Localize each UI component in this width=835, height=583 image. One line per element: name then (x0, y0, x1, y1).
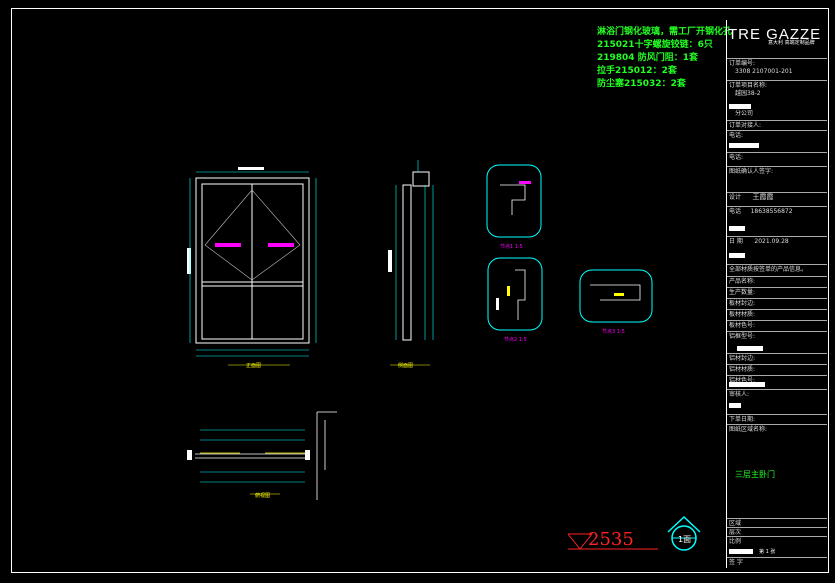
order-no-label: 订单编号: (727, 58, 827, 68)
front-view-label: 正面图 (246, 363, 262, 369)
contact-label: 订单对接人: (727, 120, 827, 130)
tb-row: 审核人: (727, 389, 827, 399)
detail3-label: 节点3 1:5 (602, 329, 625, 335)
level-value: 2535 (588, 529, 634, 550)
tb-row: 产品名称: (727, 276, 827, 286)
confirm-label: 图纸确认人签字: (727, 166, 827, 176)
note-line: 219804 防风门阻：1套 (597, 53, 698, 63)
tb-row: 铝材封边: (727, 353, 827, 363)
page-label: 第 1 张 (759, 549, 776, 555)
zone-label: 区域 (727, 518, 827, 528)
glass-label-left (215, 243, 241, 247)
tel-row: 电话 18638556872 (727, 206, 827, 216)
phone2-label: 电话: (727, 152, 827, 162)
tb-row: 下单日期: (727, 414, 827, 424)
drawing-frame (11, 8, 829, 573)
tb-row: 铝材材质: (727, 364, 827, 374)
note-line: 淋浴门钢化玻璃，需工厂开钢化孔 (597, 27, 733, 37)
date-row: 日 期 2021.09.28 (727, 236, 827, 246)
phone-label: 电话: (727, 130, 827, 140)
notes-block: 淋浴门钢化玻璃，需工厂开钢化孔 215021十字螺旋铰链：6只 219804 防… (597, 26, 732, 91)
plan-view-label: 俯视图 (255, 493, 271, 499)
tb-row: 铝材色号: (727, 375, 827, 385)
tb-row: 板材材质: (727, 309, 827, 319)
note-line: 拉手215012：2套 (597, 66, 677, 76)
note-line: 215021十字螺旋铰链：6只 (597, 40, 713, 50)
area-name-label: 图纸区域名称: (727, 424, 827, 434)
title-block: 订单编号: 3308 2107001-201 订单项目名称: 越园38-2 分公… (726, 20, 827, 568)
designer-row: 设计 王霞霞 (727, 192, 827, 202)
tb-row: 生产数量: (727, 287, 827, 297)
scale-label: 比例 (727, 536, 827, 546)
floor-label: 层次 (727, 527, 827, 537)
project-label: 订单项目名称: (727, 80, 827, 90)
side-view-label: 侧面图 (398, 363, 414, 369)
brand-logo: TRE GAZZE 意大利 高端定制品牌 (728, 26, 822, 46)
tb-row: 板材色号: (727, 320, 827, 330)
front-view (195, 177, 310, 344)
company: 分公司 (735, 110, 754, 117)
tb-row: 铝框型号: (727, 331, 827, 341)
order-no: 3308 2107001-201 (735, 68, 793, 75)
detail1-label: 节点1 1:5 (500, 244, 523, 250)
detail2-label: 节点2 1:5 (504, 337, 527, 343)
area-name: 三层主卧门 (735, 470, 775, 479)
section-tag: 1面 (678, 535, 692, 544)
project-name: 越园38-2 (735, 90, 761, 97)
sign-label: 签 字 (727, 557, 827, 567)
glass-label-right (268, 243, 294, 247)
tb-row: 板材封边: (727, 298, 827, 308)
notice: 全部材质按签单的产品信息。 (727, 264, 827, 274)
note-line: 防尘塞215032：2套 (597, 79, 686, 89)
